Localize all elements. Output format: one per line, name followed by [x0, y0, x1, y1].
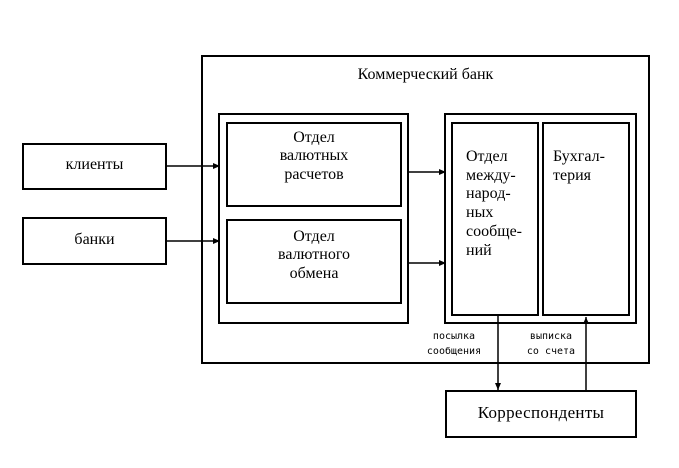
- dept-currency-exchange-label: Отдел валютного обмена: [226, 228, 402, 283]
- dept-currency-settlements-label: Отдел валютных расчетов: [226, 129, 402, 184]
- correspondents-label: Корреспонденты: [477, 403, 605, 422]
- text-line: валютных: [279, 147, 349, 165]
- text-line: ний: [466, 241, 492, 259]
- text-line: Отдел: [293, 129, 335, 146]
- source-banks: [22, 217, 167, 265]
- text-line: обмена: [289, 264, 339, 282]
- text-line: ных: [466, 204, 494, 222]
- text-line: терия: [553, 166, 592, 184]
- text-line: Отдел: [466, 148, 508, 165]
- text-line: выписка: [529, 331, 573, 342]
- text-line: между-: [466, 166, 516, 184]
- bank-title: Коммерческий банк: [357, 66, 494, 83]
- source-clients: [22, 143, 167, 190]
- dept-currency-exchange: [226, 219, 402, 304]
- flow-label-send-message: посылка сообщения: [414, 330, 494, 359]
- source-clients-label: клиенты: [65, 156, 124, 173]
- text-line: народ-: [466, 185, 511, 203]
- flow-label-account-statement: выписка со счета: [516, 330, 586, 359]
- text-line: сообще-: [466, 222, 522, 240]
- text-line: Отдел: [293, 228, 335, 245]
- dept-international-messages: [451, 122, 539, 316]
- text-line: посылка: [432, 331, 476, 342]
- text-line: валютного: [277, 246, 351, 264]
- text-line: со счета: [526, 345, 576, 357]
- source-banks-label: банки: [74, 231, 115, 248]
- text-line: сообщения: [426, 345, 482, 357]
- text-line: Бухгал-: [553, 148, 605, 165]
- dept-currency-settlements: [226, 122, 402, 207]
- dept-international-messages-label: Отдел между- народ- ных сообще- ний: [466, 148, 522, 260]
- correspondents: [445, 390, 637, 438]
- dept-accounting-label: Бухгал- терия: [553, 148, 605, 185]
- dept-accounting: [542, 122, 630, 316]
- text-line: расчетов: [284, 165, 344, 183]
